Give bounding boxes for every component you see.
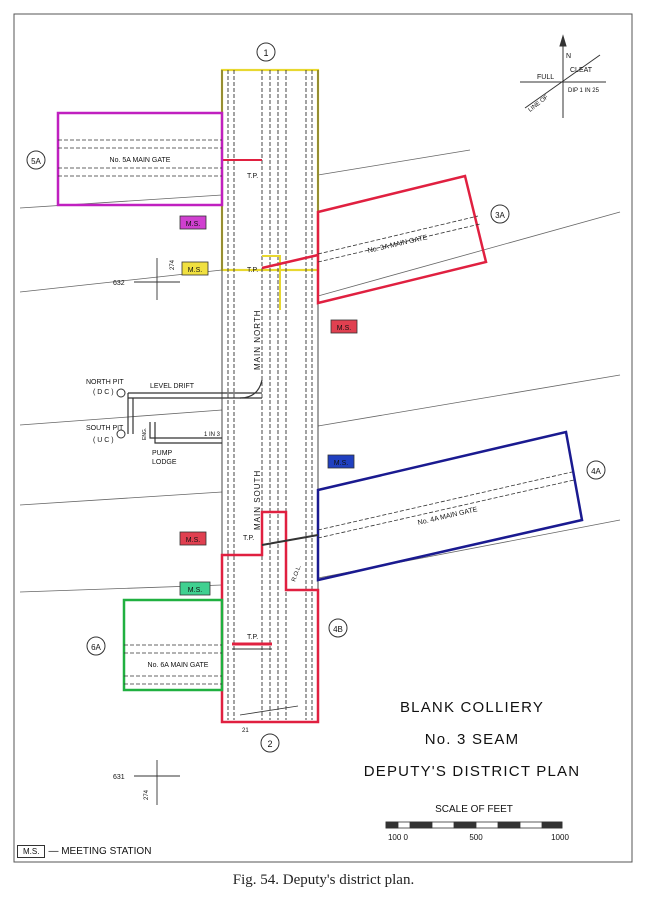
tp-label-3: T.P. (243, 535, 254, 542)
cleat-label: CLEAT (570, 67, 593, 74)
scale-tick-500: 500 (469, 833, 483, 842)
north-pit-dc-label: ( D C ) (93, 389, 114, 396)
scale-tick-1000: 1000 (551, 833, 569, 842)
gate-3a-label: No. 3A MAIN GATE (367, 234, 428, 255)
district-2-outline (220, 510, 320, 724)
figure-caption: Fig. 54. Deputy's district plan. (232, 872, 415, 888)
grid-cross-upper (134, 258, 180, 300)
link-4a (261, 534, 319, 546)
district-6a-label: 6A (91, 643, 101, 652)
grid-274-lower: 274 (144, 789, 150, 800)
bottom-diag (239, 705, 299, 716)
gate-6a-roads (124, 644, 222, 685)
district-5a-outline (56, 111, 224, 207)
district-4a-outline (316, 430, 584, 582)
scale-bar (385, 821, 563, 829)
eng-label: ENG. (142, 428, 148, 440)
title-line-3: DEPUTY'S DISTRICT PLAN (364, 763, 581, 780)
grid-631: 631 (113, 774, 125, 781)
ms-label-4a: M.S. (334, 460, 348, 467)
ms-label-3a: M.S. (337, 325, 351, 332)
title-line-1: BLANK COLLIERY (400, 699, 544, 716)
tp-label-2: T.P. (247, 267, 258, 274)
south-pit-shaft (116, 429, 126, 439)
fault-gradient-label: 1 IN 3 (204, 432, 221, 438)
red-link-3a (261, 253, 319, 270)
ms-label-5a: M.S. (186, 221, 200, 228)
title-line-2: No. 3 SEAM (425, 731, 520, 748)
district-4a-label: 4A (591, 467, 601, 476)
full-label: FULL (537, 74, 554, 81)
lodge-label: LODGE (152, 459, 177, 466)
road-21-label: 21 (242, 728, 249, 734)
district-3a-label: 3A (495, 211, 505, 220)
strata-lines (19, 149, 621, 593)
district-5a-label: 5A (31, 157, 41, 166)
gate-5a-roads (58, 139, 222, 177)
page-border (13, 13, 633, 863)
ms-label-6a: M.S. (188, 587, 202, 594)
district-1-label: 1 (263, 48, 268, 58)
north-arrow (520, 34, 606, 118)
meeting-stations (179, 215, 358, 596)
rol-label: R.O.L. (291, 564, 303, 583)
tp-label-4: T.P. (247, 634, 258, 641)
pump-label: PUMP (152, 450, 173, 457)
legend-text: — MEETING STATION (48, 846, 152, 857)
grid-cross-lower (134, 760, 180, 805)
main-north-label: MAIN NORTH (253, 309, 262, 370)
district-2-label: 2 (267, 739, 272, 749)
gate-5a-label: No. 5A MAIN GATE (110, 157, 171, 164)
north-label: N (566, 53, 571, 60)
legend-ms-box: M.S. (17, 845, 46, 858)
district-4b-label: 4B (333, 625, 343, 634)
tp-label-1: T.P. (247, 173, 258, 180)
north-pit-shaft (116, 388, 126, 398)
gate-4a-label: No. 4A MAIN GATE (417, 506, 478, 527)
main-roads (221, 70, 319, 720)
scale-tick-0: 100 0 (388, 833, 409, 842)
gate-6a-label: No. 6A MAIN GATE (148, 662, 209, 669)
district-markers (26, 42, 606, 753)
ms-label-south: M.S. (186, 537, 200, 544)
level-drift (127, 379, 263, 444)
scale-label: SCALE OF FEET (435, 804, 513, 815)
legend: M.S. — MEETING STATION (17, 845, 151, 858)
south-pit-label: SOUTH PIT (86, 425, 124, 432)
grid-274-upper: 274 (170, 259, 176, 270)
district-3a-outline (316, 174, 488, 305)
gate-3a-roads (317, 215, 481, 263)
dip-label: DIP 1 IN 25 (568, 88, 600, 94)
main-south-label: MAIN SOUTH (253, 470, 262, 530)
north-pit-label: NORTH PIT (86, 379, 124, 386)
gate-4a-roads (317, 471, 575, 539)
grid-632: 632 (113, 280, 125, 287)
level-drift-label: LEVEL DRIFT (150, 383, 195, 390)
south-pit-uc-label: ( U C ) (93, 437, 114, 444)
ms-label-north: M.S. (188, 267, 202, 274)
yellow-stub (262, 255, 281, 310)
